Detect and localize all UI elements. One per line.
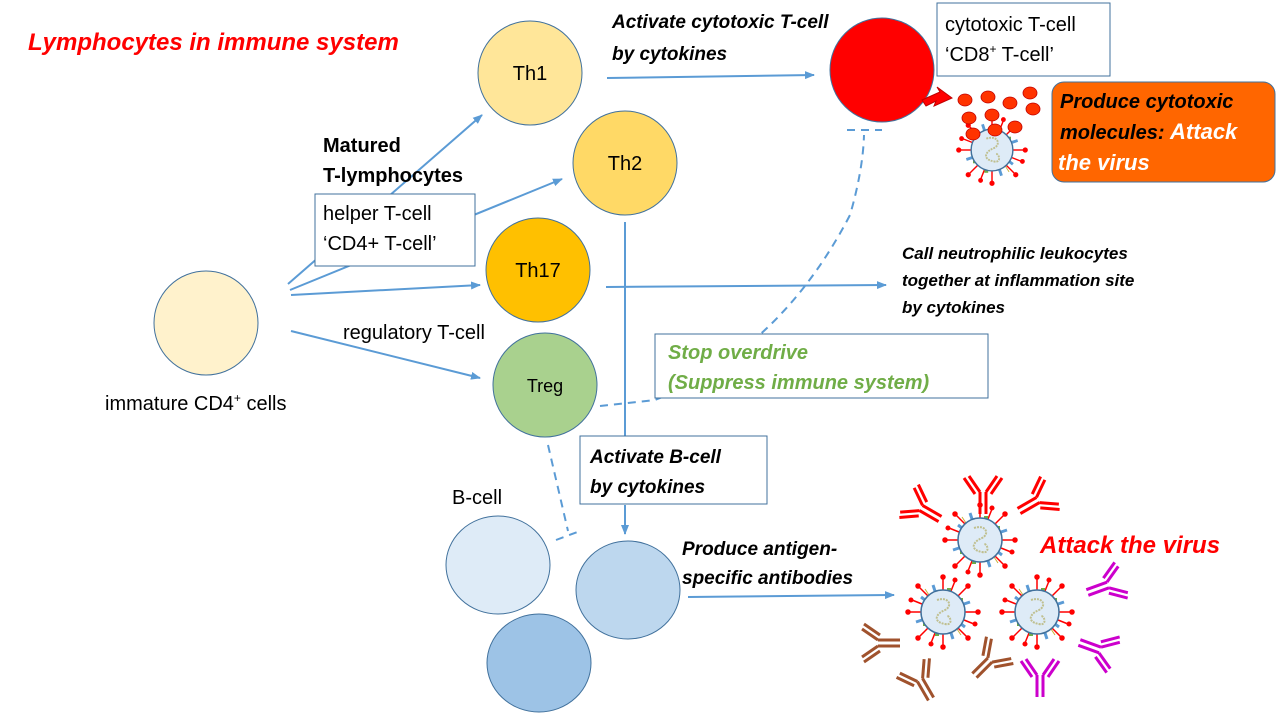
regulatory-tcell-label: regulatory T-cell xyxy=(343,322,485,344)
produce-cytotoxic-line3: the virus xyxy=(1058,150,1150,175)
activate-cytotoxic-line1: Activate cytotoxic T-cell xyxy=(611,12,829,33)
suppression-lines xyxy=(547,129,882,541)
antibody-icon xyxy=(962,474,1004,516)
produce-cytotoxic-line2: molecules: Attack xyxy=(1060,119,1239,144)
th2-label: Th2 xyxy=(608,153,642,175)
antibodies-line1: Produce antigen- xyxy=(682,539,837,560)
activate-cytotoxic-line2: by cytokines xyxy=(612,44,727,65)
suppress-cytotoxic-line xyxy=(599,134,865,407)
cytotoxic-tcell xyxy=(829,17,935,123)
bcell-light xyxy=(445,515,551,615)
virus-icon xyxy=(998,573,1076,651)
matured-label-line1: Matured xyxy=(323,135,401,157)
arrow-to-treg xyxy=(290,330,481,380)
arrow-th1-to-cytotoxic xyxy=(606,71,815,80)
produce-cytotoxic-line1: Produce cytotoxic xyxy=(1060,91,1233,113)
antibodies-brown xyxy=(860,622,1017,711)
antibody-icon xyxy=(1079,560,1132,612)
helper-label-line2: ‘CD4+ T-cell’ xyxy=(323,233,437,255)
cytotoxic-molecules xyxy=(957,86,1041,141)
antibodies-line2: specific antibodies xyxy=(682,568,853,589)
neutrophil-line2: together at inflammation site xyxy=(902,271,1134,290)
th17-label: Th17 xyxy=(515,260,561,282)
cytotoxic-attack-illustration xyxy=(955,86,1041,187)
helper-tcell-box xyxy=(314,193,476,267)
antibody-icon xyxy=(1007,474,1063,529)
th17-cell xyxy=(485,217,591,323)
antibody-icon xyxy=(896,482,952,537)
antibody-icon xyxy=(860,622,902,664)
differentiation-arrows xyxy=(287,71,895,600)
activate-bcell-box xyxy=(579,435,768,505)
antibody-icon xyxy=(1019,657,1061,699)
neutrophil-line3: by cytokines xyxy=(902,298,1005,317)
treg-cell xyxy=(492,332,598,438)
cytotoxic-label-line2: ‘CD8+ T-cell’ xyxy=(945,42,1054,66)
bcell-label: B-cell xyxy=(452,487,502,509)
th1-label: Th1 xyxy=(513,63,547,85)
activate-bcell-line1: Activate B-cell xyxy=(589,447,722,468)
immature-cd4-cell xyxy=(153,270,259,376)
immature-cd4-label: immature CD4+ cells xyxy=(105,391,287,415)
antibody-icon xyxy=(959,633,1017,691)
arrow-to-th17 xyxy=(290,281,481,296)
antibody-icon xyxy=(1071,623,1124,675)
attack-virus-label: Attack the virus xyxy=(1039,532,1220,559)
arrow-to-antibodies xyxy=(687,591,895,600)
antibody-icon xyxy=(894,655,949,711)
bcell-activated xyxy=(575,540,681,640)
neutrophil-line1: Call neutrophilic leukocytes xyxy=(902,244,1128,263)
cytotoxic-tcell-box xyxy=(936,2,1111,77)
arrow-th17-to-neutrophil xyxy=(605,281,887,290)
activate-bcell-line2: by cytokines xyxy=(590,477,705,498)
produce-cytotoxic-box xyxy=(1051,81,1276,183)
virus-icon xyxy=(904,573,982,651)
matured-label-line2: T-lymphocytes xyxy=(323,165,463,187)
treg-label: Treg xyxy=(527,376,563,396)
bcell-dark xyxy=(486,613,592,713)
helper-label-line1: helper T-cell xyxy=(323,203,432,225)
stop-overdrive-box xyxy=(654,333,989,399)
th2-cell xyxy=(572,110,678,216)
diagram-title: Lymphocytes in immune system xyxy=(28,29,399,56)
stop-overdrive-line1: Stop overdrive xyxy=(668,342,808,364)
red-release-arrow xyxy=(921,86,953,107)
stop-overdrive-line2: (Suppress immune system) xyxy=(668,372,930,394)
virus-icon xyxy=(941,501,1019,579)
suppress-bcell-line xyxy=(547,444,569,532)
suppress-bcell-bar xyxy=(555,530,581,541)
cytotoxic-label-line1: cytotoxic T-cell xyxy=(945,14,1076,36)
th1-cell xyxy=(477,20,583,126)
